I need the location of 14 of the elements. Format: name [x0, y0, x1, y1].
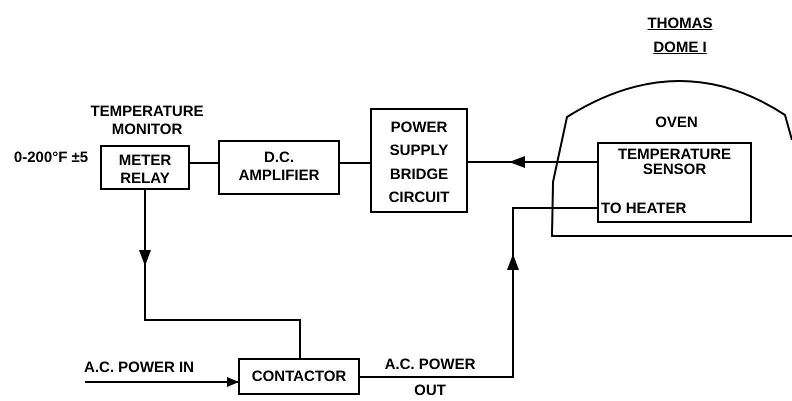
box-heading: TEMPERATURE MONITOR — [89, 103, 205, 139]
edge-label: A.C. POWER OUT — [384, 355, 476, 401]
box-label: POWER SUPPLY BRIDGE CIRCUIT — [388, 118, 450, 208]
sensor-label: TEMPERATURE SENSOR — [616, 147, 732, 177]
box-label: METER RELAY — [118, 152, 172, 188]
contactor-box — [238, 358, 360, 395]
dome-heading: THOMAS DOME I — [646, 14, 714, 58]
range-note: 0-200°F ±5 — [12, 149, 90, 167]
oven-heading: OVEN — [654, 114, 699, 132]
heater-label: TO HEATER — [601, 200, 688, 218]
power-supply-box — [370, 108, 468, 213]
amplifier-box — [218, 140, 340, 195]
box-label: D.C. AMPLIFIER — [238, 149, 320, 185]
box-label: CONTACTOR — [250, 368, 348, 386]
